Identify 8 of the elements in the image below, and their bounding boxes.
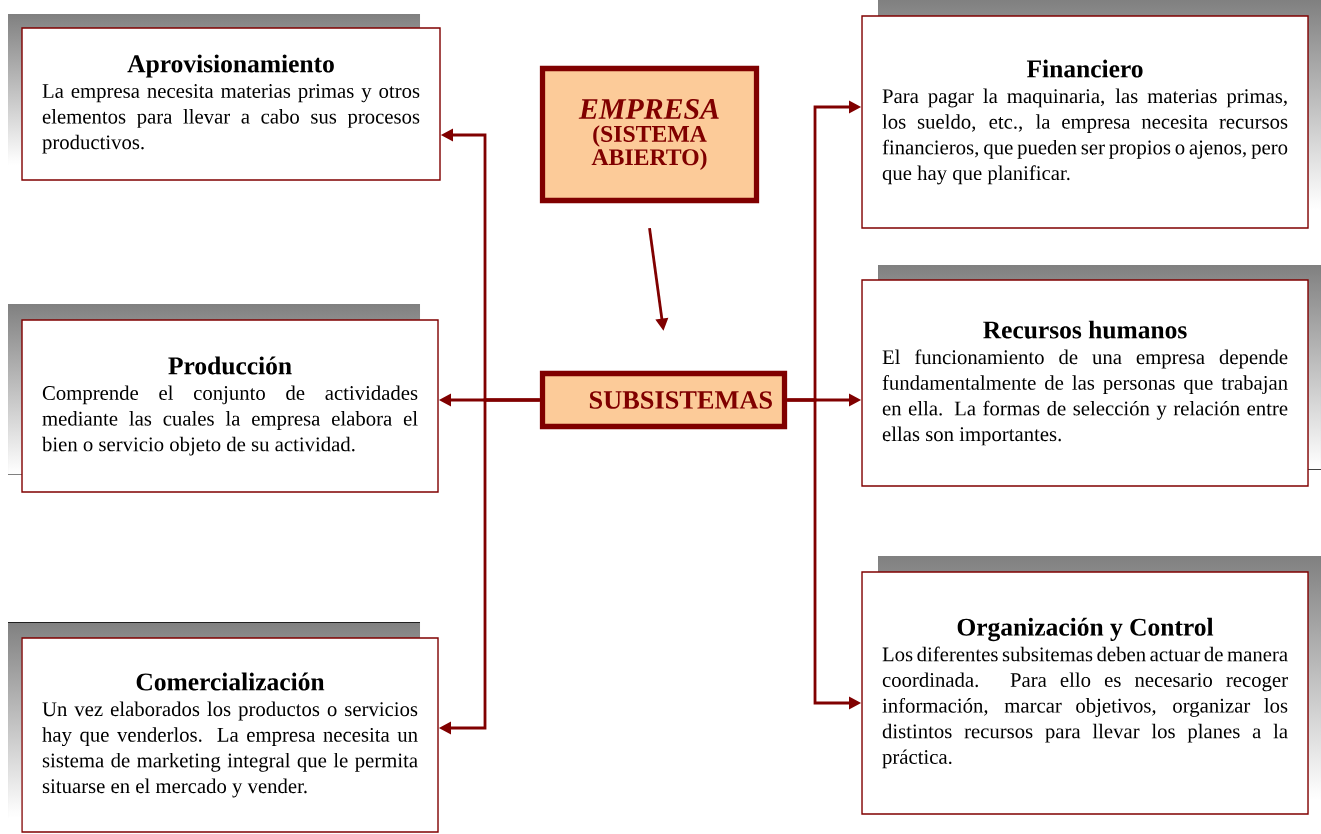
text-box: Organización y Control Los diferentes subsitemas deben actuar de manera coordinada. Para ello es necesario recoger información, marcar objetivos, organizar los distintos recursos para llevar los planes a la práctica. — [861, 556, 1321, 815]
text-box: Recursos humanos El funcionamiento de una empresa depende fundamentalmente de las personas que trabajan en ella. La formas de selección y relación entre ellas son importantes. — [861, 265, 1321, 487]
title-box: EMPRESA (SISTEMA ABIERTO) — [539, 65, 760, 204]
text-box: Financiero Para pagar la maquinaria, las materias primas, los sueldo, etc., la empresa necesita recursos financieros, que pueden ser propios o ajenos, pero que hay que planificar. — [861, 0, 1321, 229]
title-box: SUBSISTEMAS — [539, 370, 788, 430]
text-box: Comercialización Un vez elaborados los productos o servicios hay que venderlos. La empresa necesita un sistema de marketing integral que le permita situarse en el mercado y vender. — [8, 622, 439, 833]
text-box: Producción Comprende el conjunto de actividades mediante las cuales la empresa elabora el bien o servicio objeto de su actividad. — [8, 304, 439, 493]
text-box: Aprovisionamiento La empresa necesita materias primas y otros elementos para llevar a cabo sus procesos productivos. — [8, 14, 441, 181]
